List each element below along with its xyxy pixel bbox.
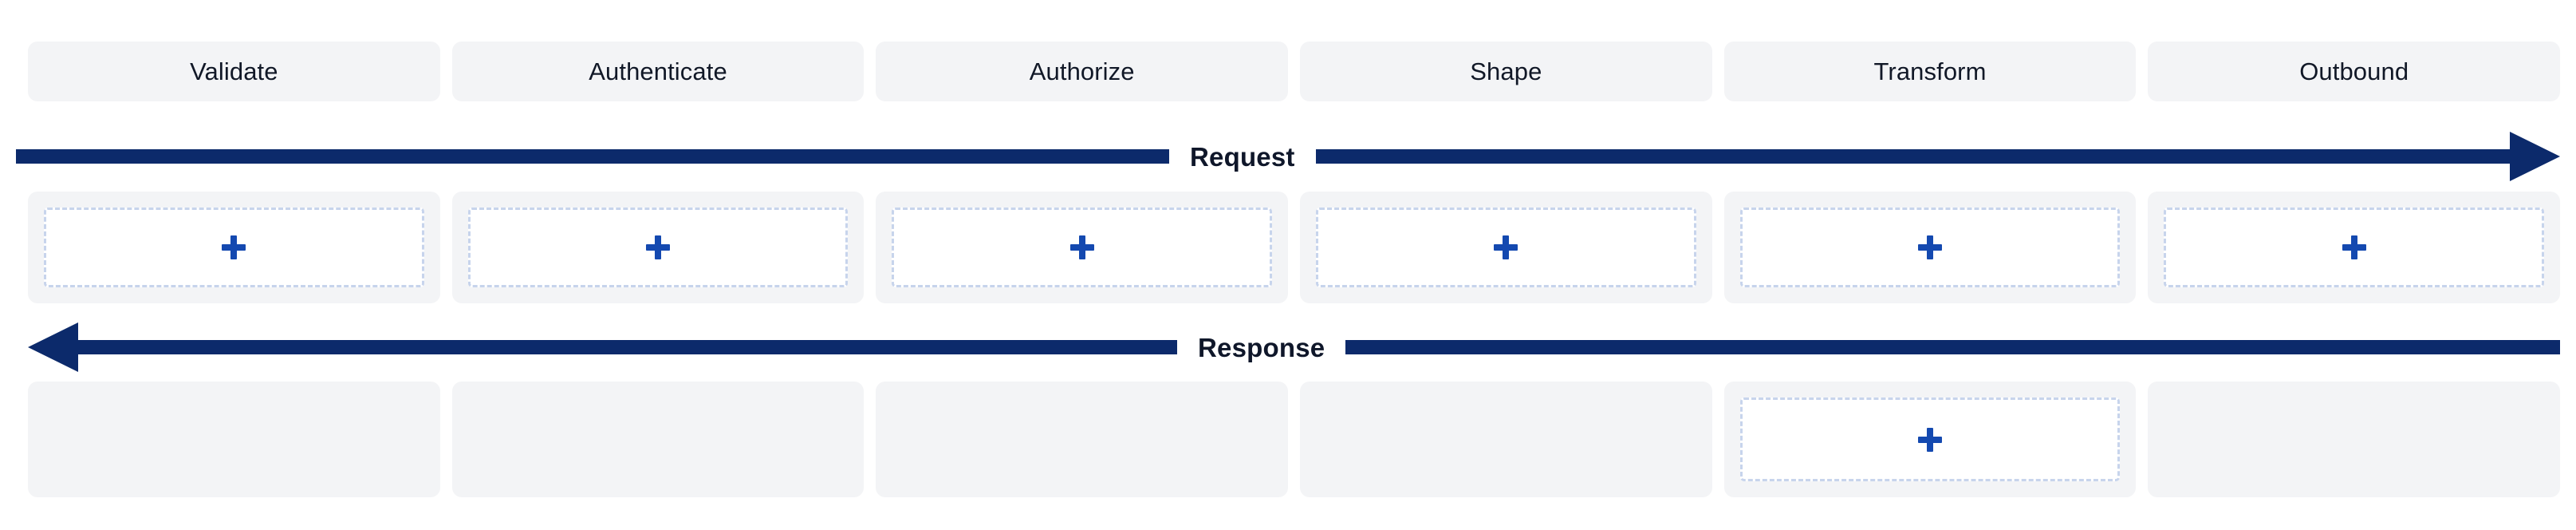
request-slot-column-transform	[1723, 192, 2137, 303]
request-dropzone-outbound[interactable]	[2164, 208, 2545, 287]
arrow-right-icon	[2510, 132, 2560, 181]
stage-column-shape: Shape	[1300, 42, 1712, 101]
request-slot-row	[28, 192, 2561, 303]
request-dropzone-authorize[interactable]	[892, 208, 1273, 287]
response-dropzone-validate[interactable]	[44, 398, 424, 481]
stage-chip-authorize[interactable]: Authorize	[876, 42, 1289, 101]
request-slot-column-shape	[1300, 192, 1712, 303]
stage-column-transform: Transform	[1723, 42, 2137, 101]
stage-label-authorize: Authorize	[1029, 57, 1135, 85]
plus-icon[interactable]	[1494, 235, 1518, 259]
stage-chip-outbound[interactable]: Outbound	[2148, 42, 2561, 101]
request-slot-authenticate[interactable]	[451, 192, 865, 303]
stage-label-outbound: Outbound	[2299, 57, 2409, 85]
request-arrow-line-right	[1315, 149, 2510, 164]
request-slot-authorize[interactable]	[876, 192, 1289, 303]
stage-header-row: Validate Authenticate Authorize Shape Tr…	[28, 42, 2561, 101]
response-slot-column-transform	[1723, 382, 2137, 497]
request-flow-arrow: Request	[0, 129, 2576, 184]
response-flow-arrow: Response	[0, 319, 2576, 375]
request-dropzone-authenticate[interactable]	[467, 208, 849, 287]
response-slot-authenticate[interactable]	[451, 382, 865, 497]
plus-icon[interactable]	[1918, 427, 1943, 452]
response-slot-transform[interactable]	[1723, 382, 2137, 497]
response-slot-outbound[interactable]	[2148, 382, 2561, 497]
response-dropzone-outbound[interactable]	[2164, 398, 2544, 481]
response-dropzone-transform[interactable]	[1739, 398, 2121, 481]
stage-column-authorize: Authorize	[876, 42, 1289, 101]
request-slot-outbound[interactable]	[2148, 192, 2561, 303]
plus-icon[interactable]	[1069, 235, 1094, 259]
stage-column-authenticate: Authenticate	[451, 42, 865, 101]
request-arrow-line-left	[16, 149, 1169, 164]
response-slot-column-validate	[28, 382, 440, 497]
request-slot-validate[interactable]	[28, 192, 440, 303]
response-slot-column-shape	[1300, 382, 1712, 497]
plus-icon[interactable]	[2342, 235, 2366, 259]
request-dropzone-transform[interactable]	[1739, 208, 2121, 287]
request-slot-column-authorize	[876, 192, 1289, 303]
plus-icon[interactable]	[222, 235, 246, 259]
request-dropzone-shape[interactable]	[1316, 208, 1696, 287]
request-slot-column-outbound	[2148, 192, 2561, 303]
response-dropzone-authenticate[interactable]	[468, 398, 849, 481]
stage-chip-shape[interactable]: Shape	[1300, 42, 1712, 101]
stage-column-outbound: Outbound	[2148, 42, 2561, 101]
response-slot-column-authenticate	[451, 382, 865, 497]
plus-icon[interactable]	[1918, 235, 1943, 259]
response-arrow-line-right	[1345, 340, 2560, 354]
stage-label-shape: Shape	[1470, 57, 1542, 85]
stage-label-validate: Validate	[190, 57, 278, 85]
stage-chip-authenticate[interactable]: Authenticate	[451, 42, 865, 101]
stage-chip-transform[interactable]: Transform	[1723, 42, 2137, 101]
request-flow-label: Request	[1190, 141, 1295, 172]
response-slot-row	[28, 382, 2561, 497]
response-slot-column-outbound	[2148, 382, 2561, 497]
stage-chip-validate[interactable]: Validate	[28, 42, 440, 101]
response-slot-shape[interactable]	[1300, 382, 1712, 497]
arrow-left-icon	[28, 322, 78, 372]
request-slot-column-authenticate	[451, 192, 865, 303]
request-slot-shape[interactable]	[1300, 192, 1712, 303]
response-slot-validate[interactable]	[28, 382, 440, 497]
response-slot-column-authorize	[876, 382, 1289, 497]
stage-column-validate: Validate	[28, 42, 440, 101]
request-slot-column-validate	[28, 192, 440, 303]
response-dropzone-shape[interactable]	[1316, 398, 1696, 481]
request-slot-transform[interactable]	[1723, 192, 2137, 303]
response-slot-authorize[interactable]	[876, 382, 1289, 497]
response-arrow-line-left	[78, 340, 1177, 354]
stage-label-transform: Transform	[1873, 57, 1987, 85]
response-dropzone-authorize[interactable]	[892, 398, 1272, 481]
request-dropzone-validate[interactable]	[44, 208, 424, 287]
stage-label-authenticate: Authenticate	[589, 57, 727, 85]
plus-icon[interactable]	[646, 235, 670, 259]
response-flow-label: Response	[1198, 332, 1325, 362]
